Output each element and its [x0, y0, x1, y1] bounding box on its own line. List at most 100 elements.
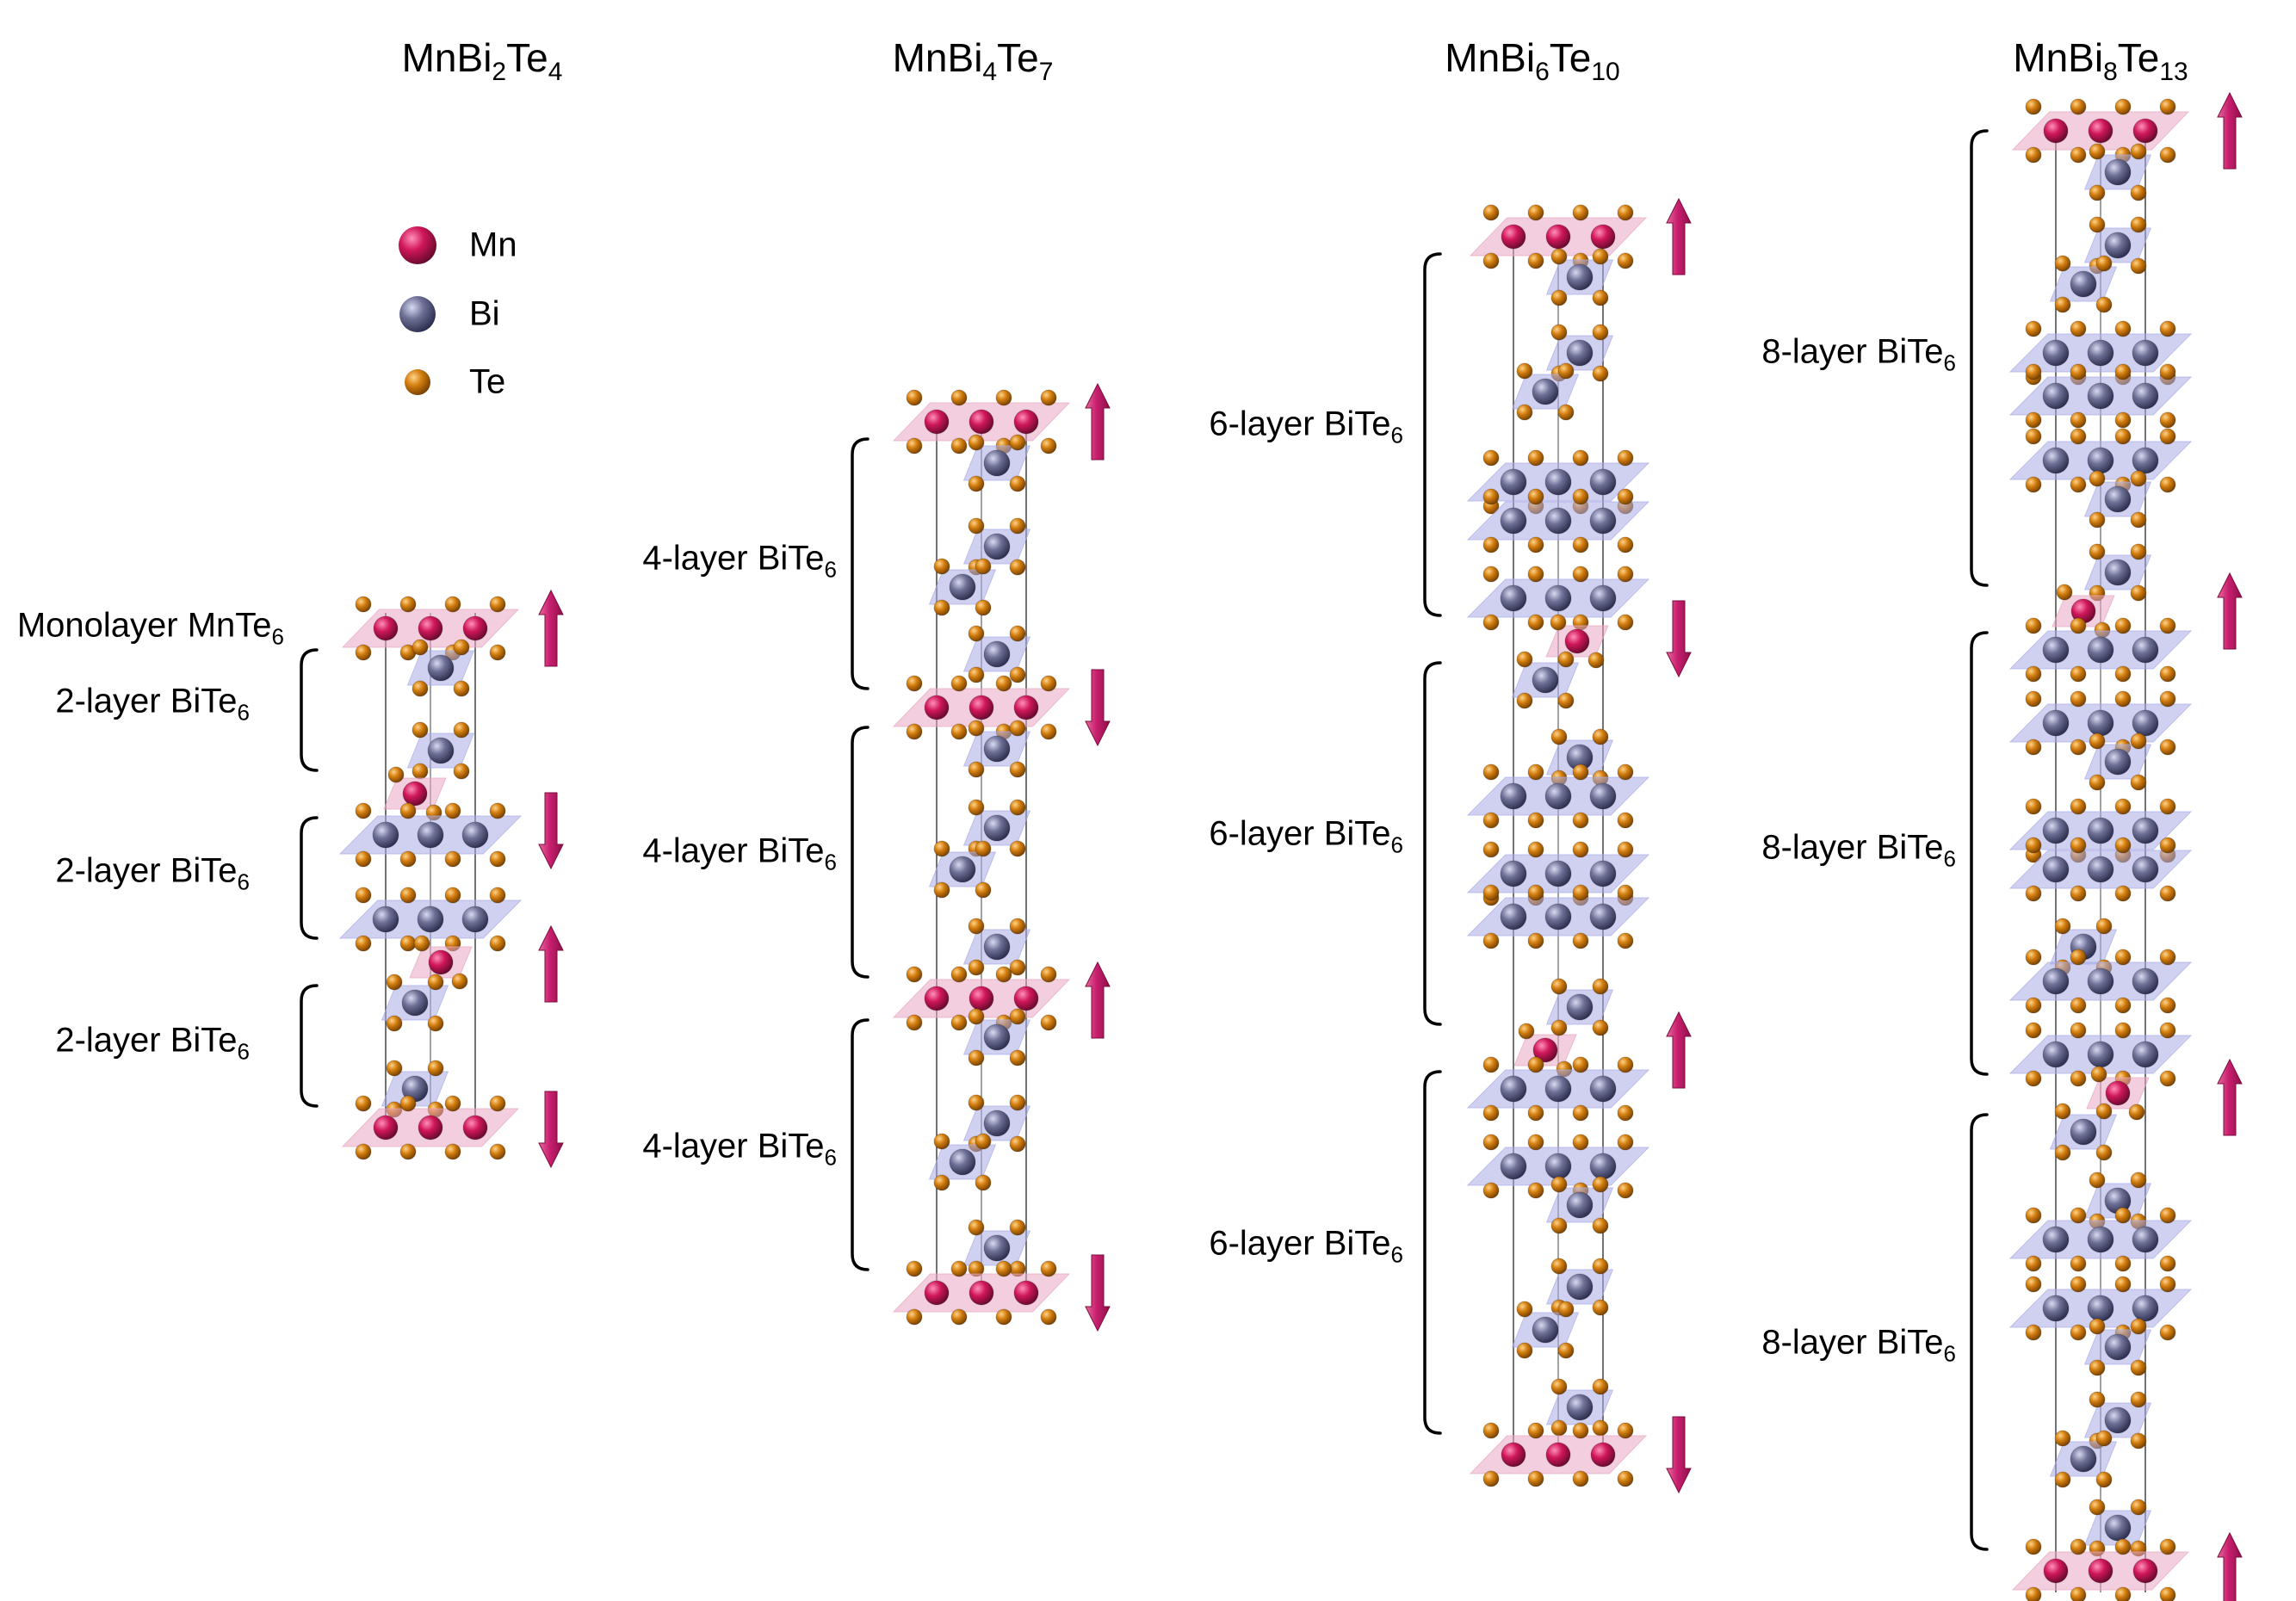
mn-atom — [1545, 224, 1571, 250]
bi-atom — [2087, 967, 2114, 995]
te-atom — [1482, 932, 1500, 949]
te-atom — [906, 389, 923, 406]
te-atom — [1516, 404, 1533, 421]
bi-atom — [2104, 232, 2132, 259]
te-atom — [1527, 763, 1544, 781]
te-atom — [995, 1260, 1012, 1277]
te-atom — [933, 840, 950, 857]
bi-atom — [2042, 1041, 2070, 1068]
te-atom — [1592, 248, 1609, 265]
te-atom — [2089, 1318, 2106, 1335]
te-atom — [1040, 1014, 1057, 1031]
te-atom — [399, 596, 417, 613]
layer-bracket — [1423, 661, 1442, 1026]
spin-up-arrow-icon — [2217, 1531, 2243, 1601]
spin-up-arrow-icon — [2217, 91, 2243, 170]
te-atom — [1572, 449, 1589, 467]
te-atom — [1572, 1134, 1589, 1151]
bi-atom — [2042, 636, 2070, 664]
te-atom — [950, 723, 968, 740]
te-atom — [906, 1260, 923, 1277]
te-atom — [2025, 837, 2042, 854]
te-atom — [399, 935, 417, 952]
spin-up-arrow-icon — [1666, 1011, 1692, 1089]
te-atom — [2130, 733, 2147, 750]
bi-atom — [1566, 1273, 1594, 1301]
te-atom — [1592, 1419, 1609, 1437]
bi-atom — [2104, 1514, 2132, 1542]
te-atom — [1527, 884, 1544, 901]
spin-up-arrow-icon — [1666, 197, 1692, 275]
te-atom — [2056, 584, 2073, 601]
te-atom — [2130, 1359, 2147, 1376]
te-atom — [968, 918, 985, 935]
te-atom — [933, 881, 950, 899]
te-atom — [444, 887, 461, 904]
spin-down-arrow-icon — [538, 1091, 564, 1169]
bi-atom — [427, 737, 455, 764]
te-atom — [2159, 885, 2176, 902]
te-atom — [950, 1260, 968, 1277]
layer-bracket — [851, 1018, 870, 1271]
spin-up-arrow-icon — [538, 924, 564, 1003]
te-atom — [2070, 837, 2087, 854]
te-atom — [1617, 204, 1634, 221]
te-atom — [355, 644, 372, 661]
bi-atom — [1544, 782, 1572, 810]
spin-up-arrow-icon — [2217, 1058, 2243, 1136]
te-atom — [1572, 488, 1589, 505]
te-atom — [2070, 1255, 2087, 1272]
bi-atom — [2132, 1041, 2159, 1068]
te-atom — [2070, 1022, 2087, 1039]
te-atom — [1592, 1176, 1609, 1193]
te-atom — [1482, 449, 1500, 467]
te-atom — [1040, 723, 1057, 740]
te-atom — [2054, 1144, 2071, 1161]
te-atom — [1557, 651, 1575, 668]
mn-atom — [2132, 118, 2158, 144]
bi-atom — [1500, 782, 1527, 810]
te-atom — [2054, 255, 2071, 272]
bi-atom — [1589, 860, 1617, 887]
te-atom — [2128, 1103, 2145, 1121]
te-atom — [2159, 617, 2176, 634]
te-atom — [1592, 1217, 1609, 1234]
te-atom — [975, 881, 992, 899]
bi-atom — [1544, 468, 1572, 496]
mn-atom — [1564, 628, 1590, 654]
te-atom — [1557, 404, 1575, 421]
te-atom — [2095, 1430, 2113, 1447]
layer-bracket — [851, 726, 870, 979]
te-atom — [1009, 517, 1026, 535]
te-atom — [2025, 1538, 2042, 1555]
mn-atom — [2043, 118, 2069, 144]
bi-atom — [949, 1148, 976, 1176]
te-atom — [2089, 184, 2106, 201]
bi-atom — [2087, 709, 2114, 737]
spin-down-arrow-icon — [1666, 600, 1692, 678]
te-atom — [2070, 997, 2087, 1014]
mn-atom — [373, 615, 399, 641]
te-atom-icon — [405, 369, 430, 395]
layer-label: 4-layer BiTe6 — [642, 831, 837, 875]
bi-atom — [1589, 782, 1617, 810]
te-atom — [2025, 739, 2042, 756]
te-atom — [968, 475, 985, 492]
te-atom — [995, 1308, 1012, 1326]
te-atom — [2114, 98, 2132, 115]
te-atom — [1518, 1023, 1535, 1040]
te-atom — [2070, 476, 2087, 493]
te-atom — [2114, 949, 2132, 966]
te-atom — [453, 680, 470, 697]
te-atom — [2130, 1391, 2147, 1408]
bi-atom — [461, 821, 489, 849]
te-atom — [489, 596, 506, 613]
te-atom — [2070, 617, 2087, 634]
bi-atom — [2104, 1406, 2132, 1434]
mn-atom — [373, 1115, 399, 1140]
te-atom — [1516, 362, 1533, 380]
te-atom — [2095, 1471, 2113, 1488]
te-atom — [489, 644, 506, 661]
bi-atom — [2042, 1295, 2070, 1322]
bi-atom — [2087, 636, 2114, 664]
